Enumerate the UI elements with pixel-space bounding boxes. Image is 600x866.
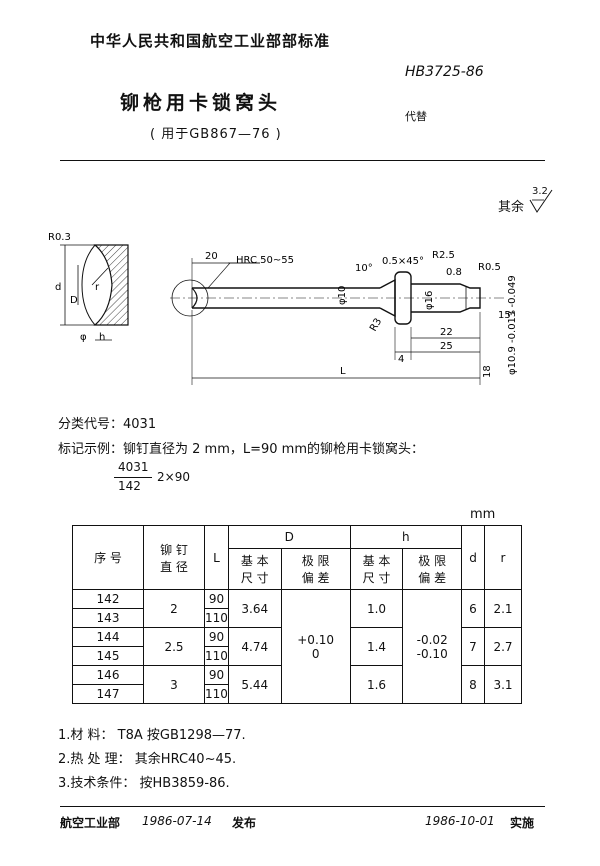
table-cell-r: 3.1	[484, 665, 522, 704]
footer-issue-date: 1986-07-14	[142, 814, 212, 828]
table-cell-h-dev: -0.02 -0.10	[402, 589, 462, 704]
table-cell-seq: 145	[72, 646, 144, 666]
table-cell-seq: 142	[72, 589, 144, 609]
label-r05: R0.5	[478, 262, 501, 273]
label-L: L	[340, 366, 346, 377]
surface-finish-value: 3.2	[532, 186, 548, 197]
spec-table: 序 号 铆 钉 直 径 L D h d r 基 本 尺 寸 极 限 偏 差 基 …	[72, 525, 522, 704]
label-chamfer: 0.5×45°	[382, 256, 424, 267]
technical-drawing: R0.3 d D h r φ 20 HRC 50~55 10° 0.5×45°	[48, 189, 553, 385]
label-dia16: φ16	[424, 291, 435, 310]
header-h-dev: 极 限 偏 差	[402, 548, 462, 590]
table-cell-d: 8	[461, 665, 485, 704]
organization-title: 中华人民共和国航空工业部部标准	[90, 32, 331, 50]
header-D-dev: 极 限 偏 差	[280, 548, 351, 590]
header-L: L	[204, 525, 229, 590]
standard-number: HB3725-86	[405, 64, 484, 80]
finish-symbol	[529, 189, 553, 213]
table-cell-L: 110	[204, 684, 229, 704]
label-r: r	[95, 282, 100, 293]
surface-finish-label: 其余	[498, 200, 525, 215]
unit-label: mm	[470, 507, 496, 522]
table-cell-seq: 146	[72, 665, 144, 685]
label-r3: R3	[368, 316, 384, 333]
table-cell-h-basic: 1.4	[349, 627, 404, 666]
label-tol-dia: φ10.9 -0.013 -0.049	[507, 275, 518, 375]
label-d: d	[55, 282, 61, 293]
marking-example: 标记示例：铆钉直径为 2 mm，L=90 mm的铆枪用卡锁窝头：	[58, 442, 424, 457]
marking-denominator: 142	[118, 479, 141, 493]
table-cell-D-basic: 3.64	[227, 589, 282, 628]
replaces-label: 代替	[405, 110, 427, 123]
footer-issue-label: 发布	[232, 816, 257, 830]
table-cell-L: 110	[204, 608, 229, 628]
label-dia10: φ10	[337, 286, 348, 305]
label-len22: 22	[440, 327, 453, 338]
label-rough08: 0.8	[446, 267, 462, 278]
label-len25: 25	[440, 341, 453, 352]
table-cell-seq: 144	[72, 627, 144, 647]
table-cell-rivet-dia: 2	[143, 589, 205, 628]
table-cell-D-basic: 4.74	[227, 627, 282, 666]
table-cell-seq: 147	[72, 684, 144, 704]
table-cell-h-basic: 1.0	[349, 589, 404, 628]
table-cell-L: 110	[204, 646, 229, 666]
table-cell-rivet-dia: 2.5	[143, 627, 205, 666]
note-material: 1.材 料： T8A 按GB1298—77.	[58, 728, 246, 743]
header-rivet-dia: 铆 钉 直 径	[143, 525, 205, 590]
table-cell-r: 2.7	[484, 627, 522, 666]
header-d: d	[461, 525, 485, 590]
footer-effective-date: 1986-10-01	[425, 814, 495, 828]
label-ang15: 15°	[498, 310, 516, 321]
table-cell-L: 90	[204, 665, 229, 685]
label-len18: 18	[482, 365, 493, 378]
footer-effective-label: 实施	[510, 816, 535, 830]
marking-numerator: 4031	[118, 460, 149, 474]
header-D-basic: 基 本 尺 寸	[227, 548, 282, 590]
table-cell-D-dev: +0.10 0	[280, 589, 351, 704]
table-cell-rivet-dia: 3	[143, 665, 205, 704]
note-heat-treatment: 2.热 处 理： 其余HRC40~45.	[58, 752, 237, 767]
table-cell-D-basic: 5.44	[227, 665, 282, 704]
table-cell-seq: 143	[72, 608, 144, 628]
label-hardness: HRC 50~55	[236, 255, 294, 266]
table-cell-d: 7	[461, 627, 485, 666]
table-cell-L: 90	[204, 627, 229, 647]
note-tech-conditions: 3.技术条件： 按HB3859-86.	[58, 776, 230, 791]
top-rule	[60, 160, 545, 161]
header-D: D	[227, 525, 351, 549]
label-r25: R2.5	[432, 250, 455, 261]
header-seq: 序 号	[72, 525, 144, 590]
label-phi: φ	[80, 332, 87, 343]
table-cell-r: 2.1	[484, 589, 522, 628]
label-D: D	[70, 295, 78, 306]
bottom-rule	[60, 806, 545, 807]
document-title: 铆枪用卡锁窝头	[120, 92, 282, 114]
header-r: r	[484, 525, 522, 590]
header-h: h	[349, 525, 463, 549]
main-part-view: 20 HRC 50~55 10° 0.5×45° R2.5 0.8 R0.5 φ…	[170, 250, 518, 385]
label-len20: 20	[205, 251, 218, 262]
label-len4: 4	[398, 354, 404, 365]
table-cell-h-basic: 1.6	[349, 665, 404, 704]
footer-issuer: 航空工业部	[60, 816, 121, 830]
label-h: h	[99, 332, 105, 343]
label-r03: R0.3	[48, 232, 71, 243]
fraction-bar	[114, 477, 152, 478]
header-h-basic: 基 本 尺 寸	[349, 548, 404, 590]
table-cell-L: 90	[204, 589, 229, 609]
label-ang10: 10°	[355, 263, 373, 274]
table-cell-d: 6	[461, 589, 485, 628]
document-subtitle: ( 用于GB867—76 )	[150, 127, 282, 142]
classification-code: 分类代号：4031	[58, 417, 157, 432]
detail-view: R0.3 d D h r φ	[48, 232, 129, 343]
marking-suffix: 2×90	[157, 470, 190, 484]
